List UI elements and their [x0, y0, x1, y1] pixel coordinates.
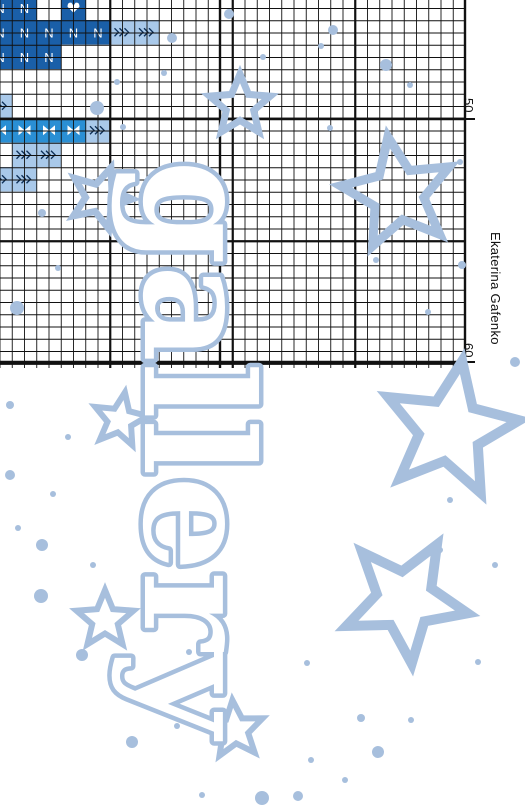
- watermark-dot: [114, 79, 120, 85]
- watermark-dot: [304, 660, 310, 666]
- watermark-dot: [342, 777, 348, 783]
- watermark-dot: [36, 539, 48, 551]
- watermark-dot: [357, 714, 365, 722]
- watermark-dot: [492, 562, 498, 568]
- watermark-dot: [260, 54, 266, 60]
- watermark-dot: [50, 491, 56, 497]
- watermark-dot: [34, 589, 48, 603]
- watermark-dot: [224, 9, 234, 19]
- star-icon: [388, 361, 519, 493]
- star-icon: [347, 545, 468, 664]
- watermark-dot: [5, 470, 15, 480]
- watermark-dot: [126, 736, 138, 748]
- watermark-dot: [15, 525, 21, 531]
- watermark-dot: [425, 309, 431, 315]
- watermark-dot: [293, 791, 303, 801]
- star-icon: [210, 74, 271, 132]
- watermark-dot: [10, 301, 24, 315]
- watermark-text-fill: gallery: [109, 160, 285, 742]
- watermark-dot: [199, 792, 205, 798]
- watermark-dot: [90, 562, 96, 568]
- watermark-dot: [161, 70, 167, 76]
- watermark-dot: [120, 124, 126, 130]
- watermark-dot: [380, 59, 392, 71]
- watermark-dot: [90, 101, 104, 115]
- watermark-dot: [55, 265, 61, 271]
- watermark-dot: [308, 757, 314, 763]
- watermark-dot: [437, 547, 443, 553]
- watermark-dot: [65, 434, 71, 440]
- watermark-dot: [457, 159, 463, 165]
- watermark-dot: [167, 33, 177, 43]
- watermark-dot: [255, 791, 269, 805]
- watermark-dot: [328, 25, 338, 35]
- watermark-dot: [327, 125, 333, 131]
- watermark-dot: [407, 82, 413, 88]
- watermark-dot: [76, 649, 88, 661]
- watermark-dot: [458, 261, 466, 269]
- watermark-dot: [510, 357, 520, 367]
- star-icon: [341, 137, 450, 246]
- watermark-dot: [372, 746, 384, 758]
- watermark-dot: [6, 401, 14, 409]
- watermark-dot: [447, 497, 453, 503]
- watermark-dot: [475, 659, 481, 665]
- watermark-dot: [38, 209, 46, 217]
- watermark-dot: [408, 717, 414, 723]
- watermark-dot: [373, 257, 379, 263]
- watermark-dot: [318, 43, 324, 49]
